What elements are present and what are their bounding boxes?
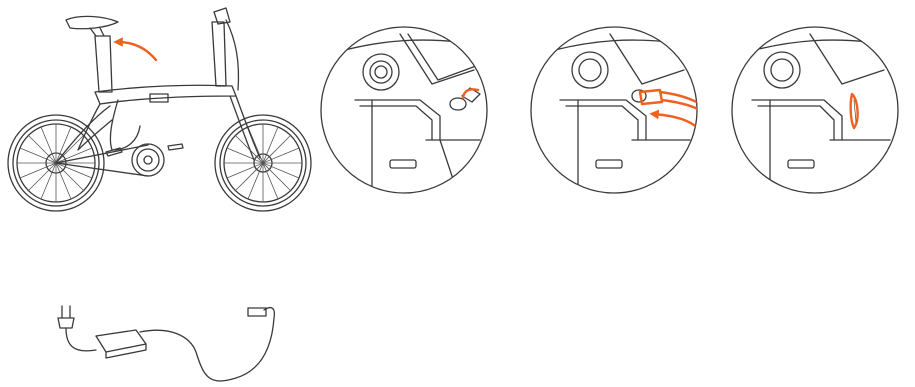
charging-port-cover-open-illustration <box>321 22 491 200</box>
charger-plug-insert-illustration <box>531 22 700 200</box>
power-adapter-illustration <box>58 306 274 381</box>
curved-arrow <box>118 42 156 60</box>
front-wheel <box>215 115 311 211</box>
folding-ebike-illustration <box>8 8 311 211</box>
charging-port-closed-illustration <box>732 22 898 200</box>
